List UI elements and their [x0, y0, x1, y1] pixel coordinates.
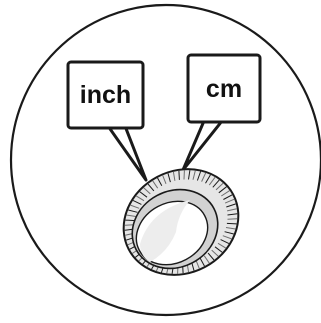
knurl-tick [223, 194, 233, 200]
knurl-tick [226, 208, 237, 212]
knurl-tick [172, 171, 176, 181]
knurl-tick [226, 203, 236, 208]
knurl-tick [205, 174, 211, 184]
knurl-tick [152, 180, 159, 189]
callout-cm: cm [181, 53, 262, 172]
knurl-tick [135, 195, 145, 202]
knurl-tick [224, 231, 234, 235]
knurl-tick [225, 227, 236, 230]
knurl-tick [167, 173, 171, 183]
knurl-tick [199, 257, 205, 267]
knurl-tick [227, 213, 238, 216]
knurl-tick [221, 190, 230, 197]
knurl-tick [203, 255, 210, 264]
knurl-tick [211, 249, 219, 257]
callout-cm-box [186, 53, 262, 124]
knurl-tick [188, 170, 191, 180]
knurl-tick [126, 214, 137, 217]
ring-inner-wall [140, 200, 190, 262]
knurl-tick [157, 177, 163, 187]
knurl-tick [132, 199, 142, 205]
knurl-tick [125, 219, 136, 222]
knurl-tick [130, 204, 140, 209]
knurl-tick [196, 171, 202, 181]
callout-inch-box [66, 60, 145, 130]
knurl-tick [222, 235, 232, 240]
knurl-tick [217, 242, 227, 249]
knurl-tick [147, 183, 155, 192]
ring-dial [122, 168, 240, 276]
callout-inch-label: inch [80, 81, 131, 109]
callout-inch: inch [66, 60, 148, 182]
knurl-tick [226, 222, 237, 225]
knurl-tick [192, 170, 196, 180]
knurl-tick [139, 191, 148, 198]
knurl-tick [143, 187, 151, 195]
knurl-tick [224, 198, 235, 204]
knurl-tick [162, 175, 167, 184]
knurl-tick [214, 246, 223, 253]
callout-cm-label: cm [206, 75, 242, 103]
knurl-tick [208, 176, 216, 186]
knurl-tick [218, 186, 227, 194]
knurl-tick [195, 260, 200, 269]
knurl-tick [220, 239, 230, 245]
knurl-tick [215, 182, 224, 191]
knurl-tick [212, 179, 220, 188]
knurl-tick [178, 170, 180, 180]
knurl-tick [201, 172, 207, 182]
knurl-tick [128, 209, 138, 213]
knurl-tick [207, 252, 215, 261]
